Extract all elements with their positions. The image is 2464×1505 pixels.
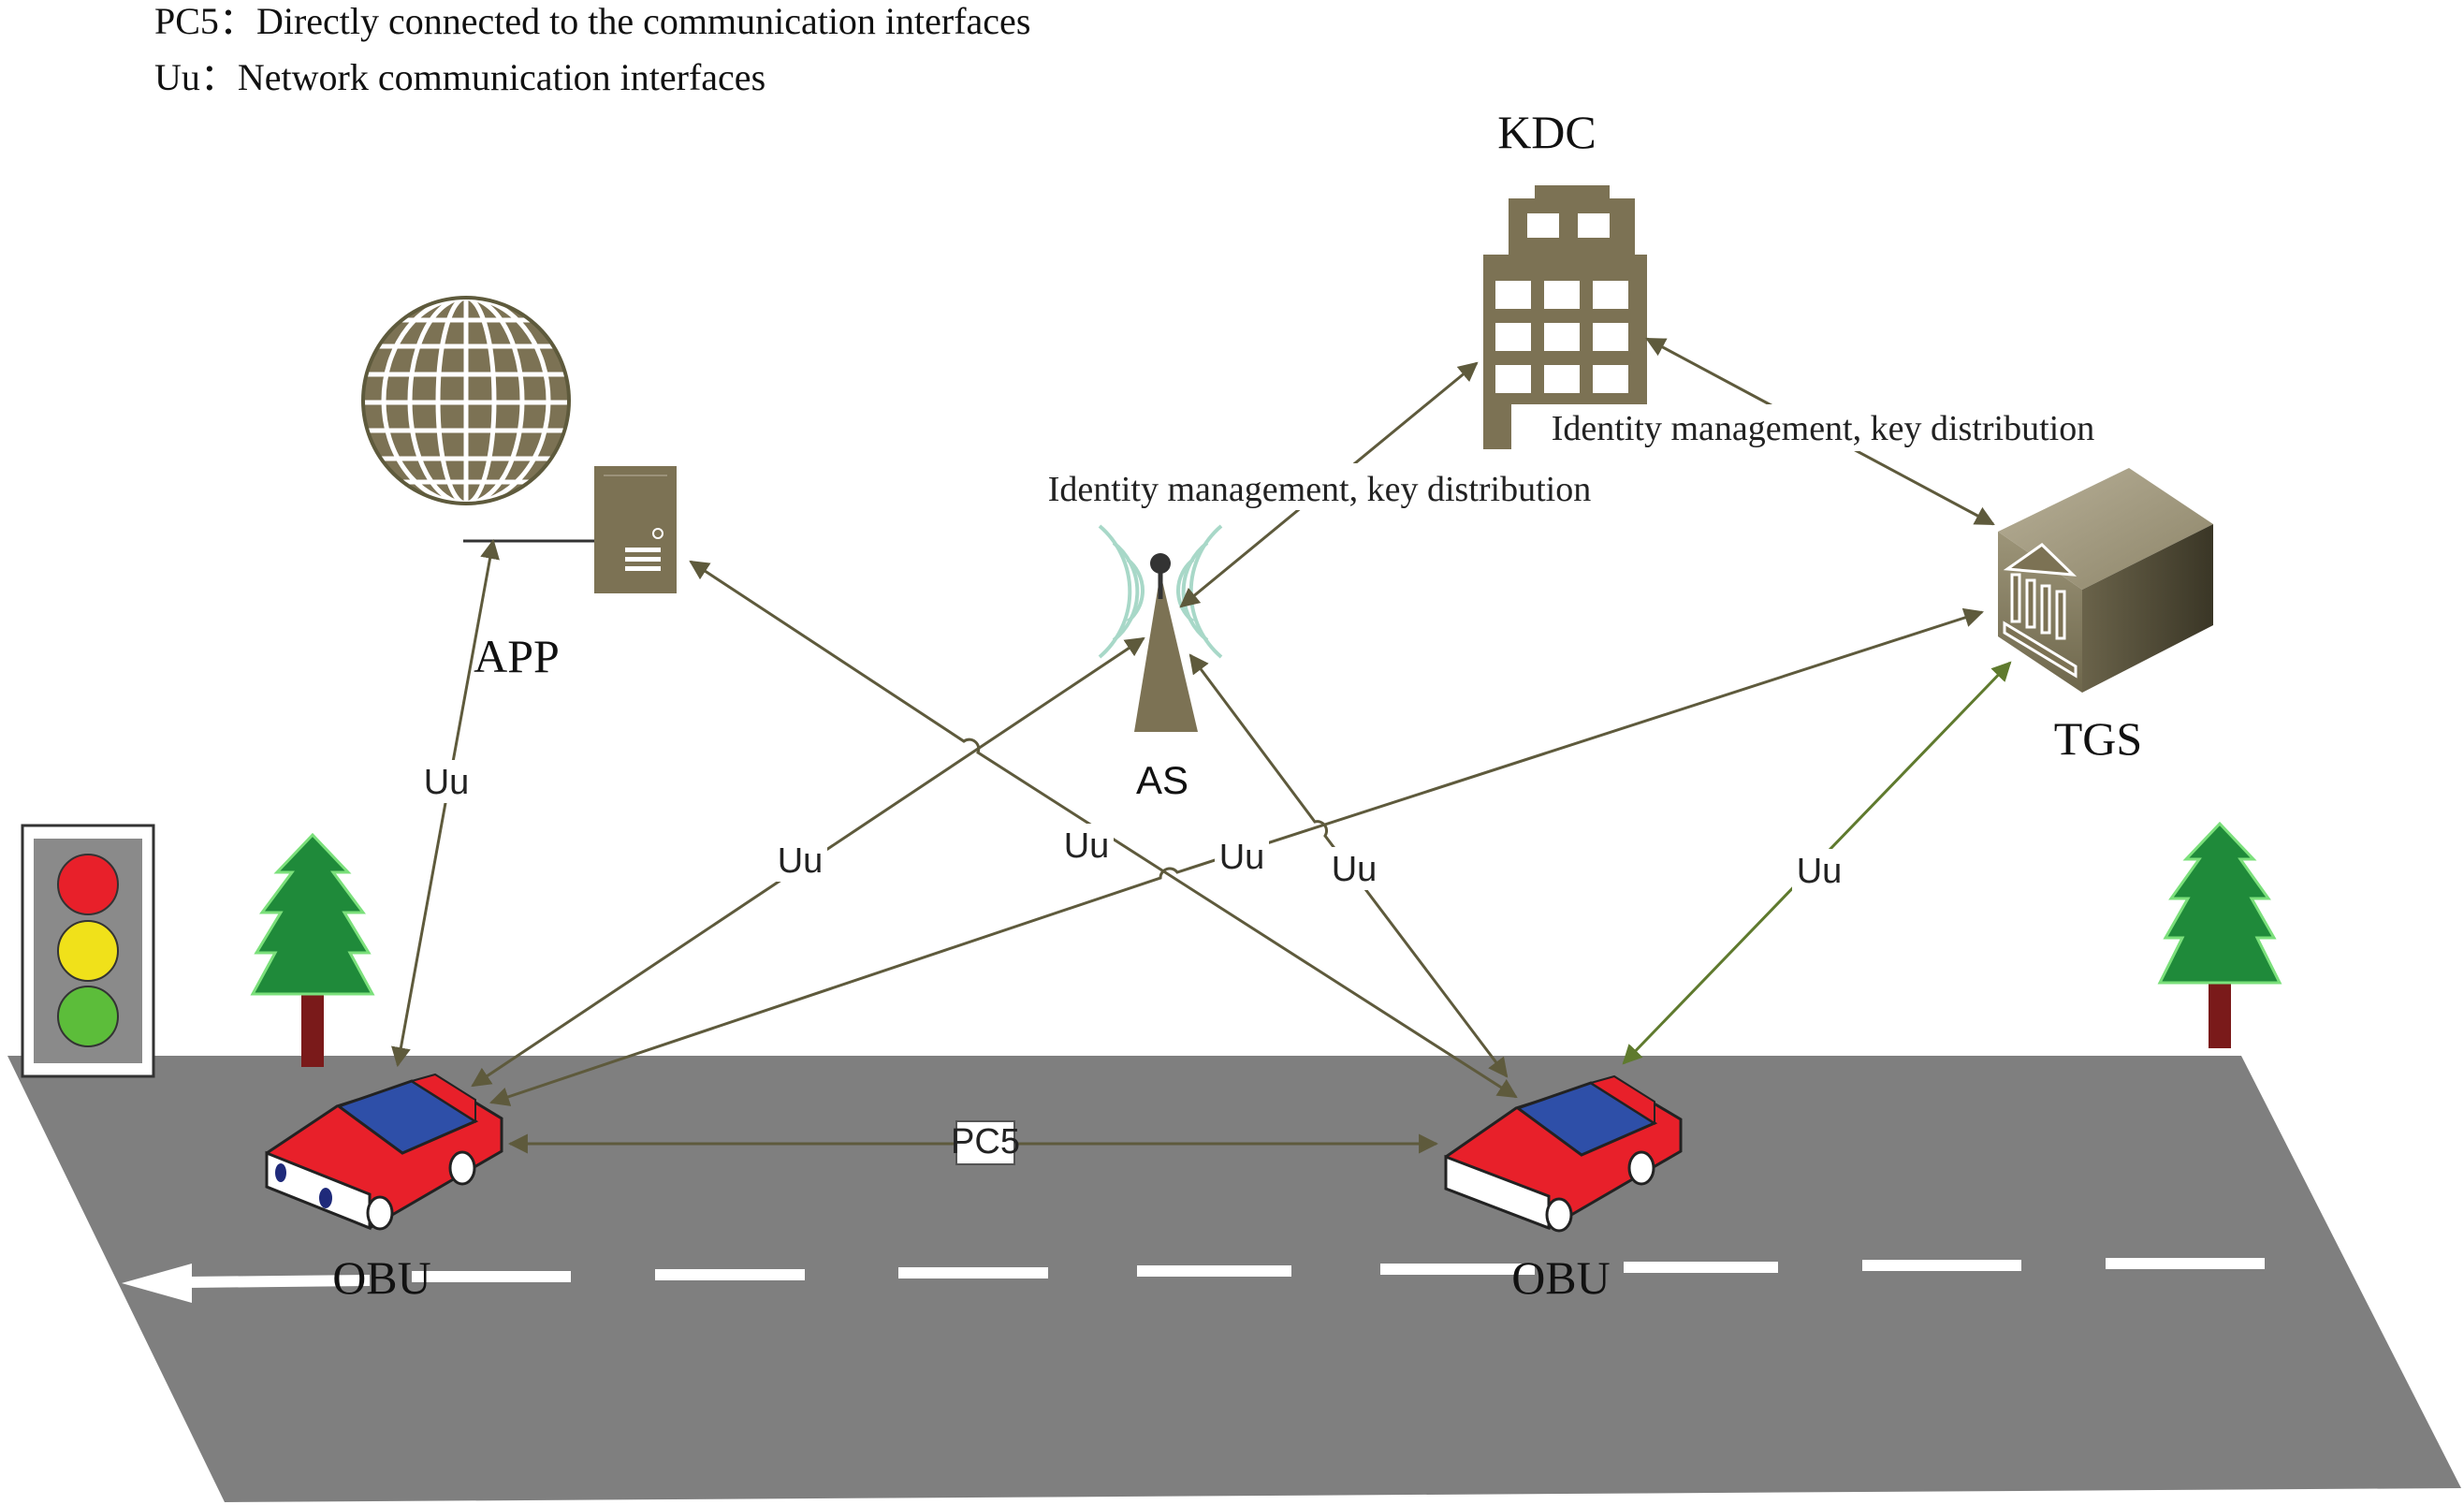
- direction-arrow: [122, 1264, 371, 1303]
- node-label-as: AS: [1136, 758, 1188, 802]
- legend-item-pc5: PC5：Directly connected to the communicat…: [154, 0, 1030, 42]
- connections: [391, 337, 1995, 1154]
- globe-icon: [361, 295, 571, 506]
- label-identity-as-kdc: Identity management, key distribution: [1048, 470, 1591, 509]
- label-pc5: PC5: [951, 1122, 1020, 1162]
- tree-icon: [2157, 821, 2282, 1048]
- server-icon: [463, 466, 677, 593]
- tree-icon: [250, 832, 375, 1067]
- node-label-obu-left: OBU: [332, 1251, 431, 1304]
- edge-as-obu: [1188, 653, 1509, 1078]
- edge-server-obu: [689, 560, 1518, 1099]
- legend: PC5：Directly connected to the communicat…: [154, 0, 1030, 98]
- antenna-icon: [1098, 524, 1223, 732]
- label-uu-tgs: Uu: [1219, 838, 1265, 877]
- road: [7, 1056, 2461, 1502]
- edge-labels: Uu Uu Uu Uu Uu Uu PC5 Identity managemen…: [419, 404, 2129, 1165]
- bank-box-icon: [1998, 468, 2213, 693]
- node-label-kdc: KDC: [1497, 106, 1596, 158]
- label-uu-tgs-right: Uu: [1797, 852, 1843, 891]
- lane-markings: [412, 1258, 2265, 1282]
- legend-item-uu: Uu：Network communication interfaces: [154, 56, 765, 98]
- label-uu-server: Uu: [1064, 826, 1110, 866]
- car-icon: [265, 1073, 503, 1231]
- bank-emblem: [2003, 543, 2078, 679]
- label-uu-as-right: Uu: [1332, 850, 1378, 889]
- label-identity-kdc-tgs: Identity management, key distribution: [1552, 409, 2094, 448]
- node-label-app: APP: [474, 630, 560, 682]
- node-labels: KDC APP AS TGS OBU OBU: [332, 106, 2142, 1304]
- node-label-tgs: TGS: [2054, 712, 2142, 765]
- label-uu-as: Uu: [778, 841, 824, 881]
- node-label-obu-right: OBU: [1511, 1251, 1611, 1304]
- traffic-light-icon: [21, 824, 155, 1078]
- label-uu-app: Uu: [424, 763, 470, 802]
